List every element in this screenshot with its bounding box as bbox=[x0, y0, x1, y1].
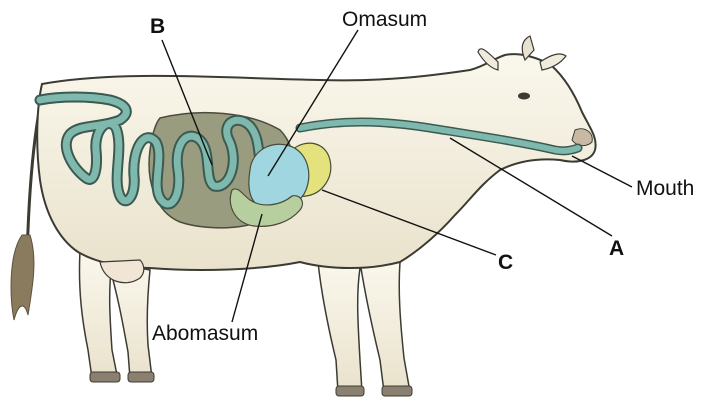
label-c: C bbox=[498, 252, 513, 273]
label-abomasum: Abomasum bbox=[152, 323, 258, 344]
label-mouth: Mouth bbox=[636, 178, 694, 199]
leader-mouth bbox=[572, 156, 632, 187]
label-omasum: Omasum bbox=[342, 9, 427, 30]
label-a: A bbox=[609, 238, 624, 259]
hooves bbox=[90, 372, 412, 396]
label-b: B bbox=[150, 16, 165, 37]
